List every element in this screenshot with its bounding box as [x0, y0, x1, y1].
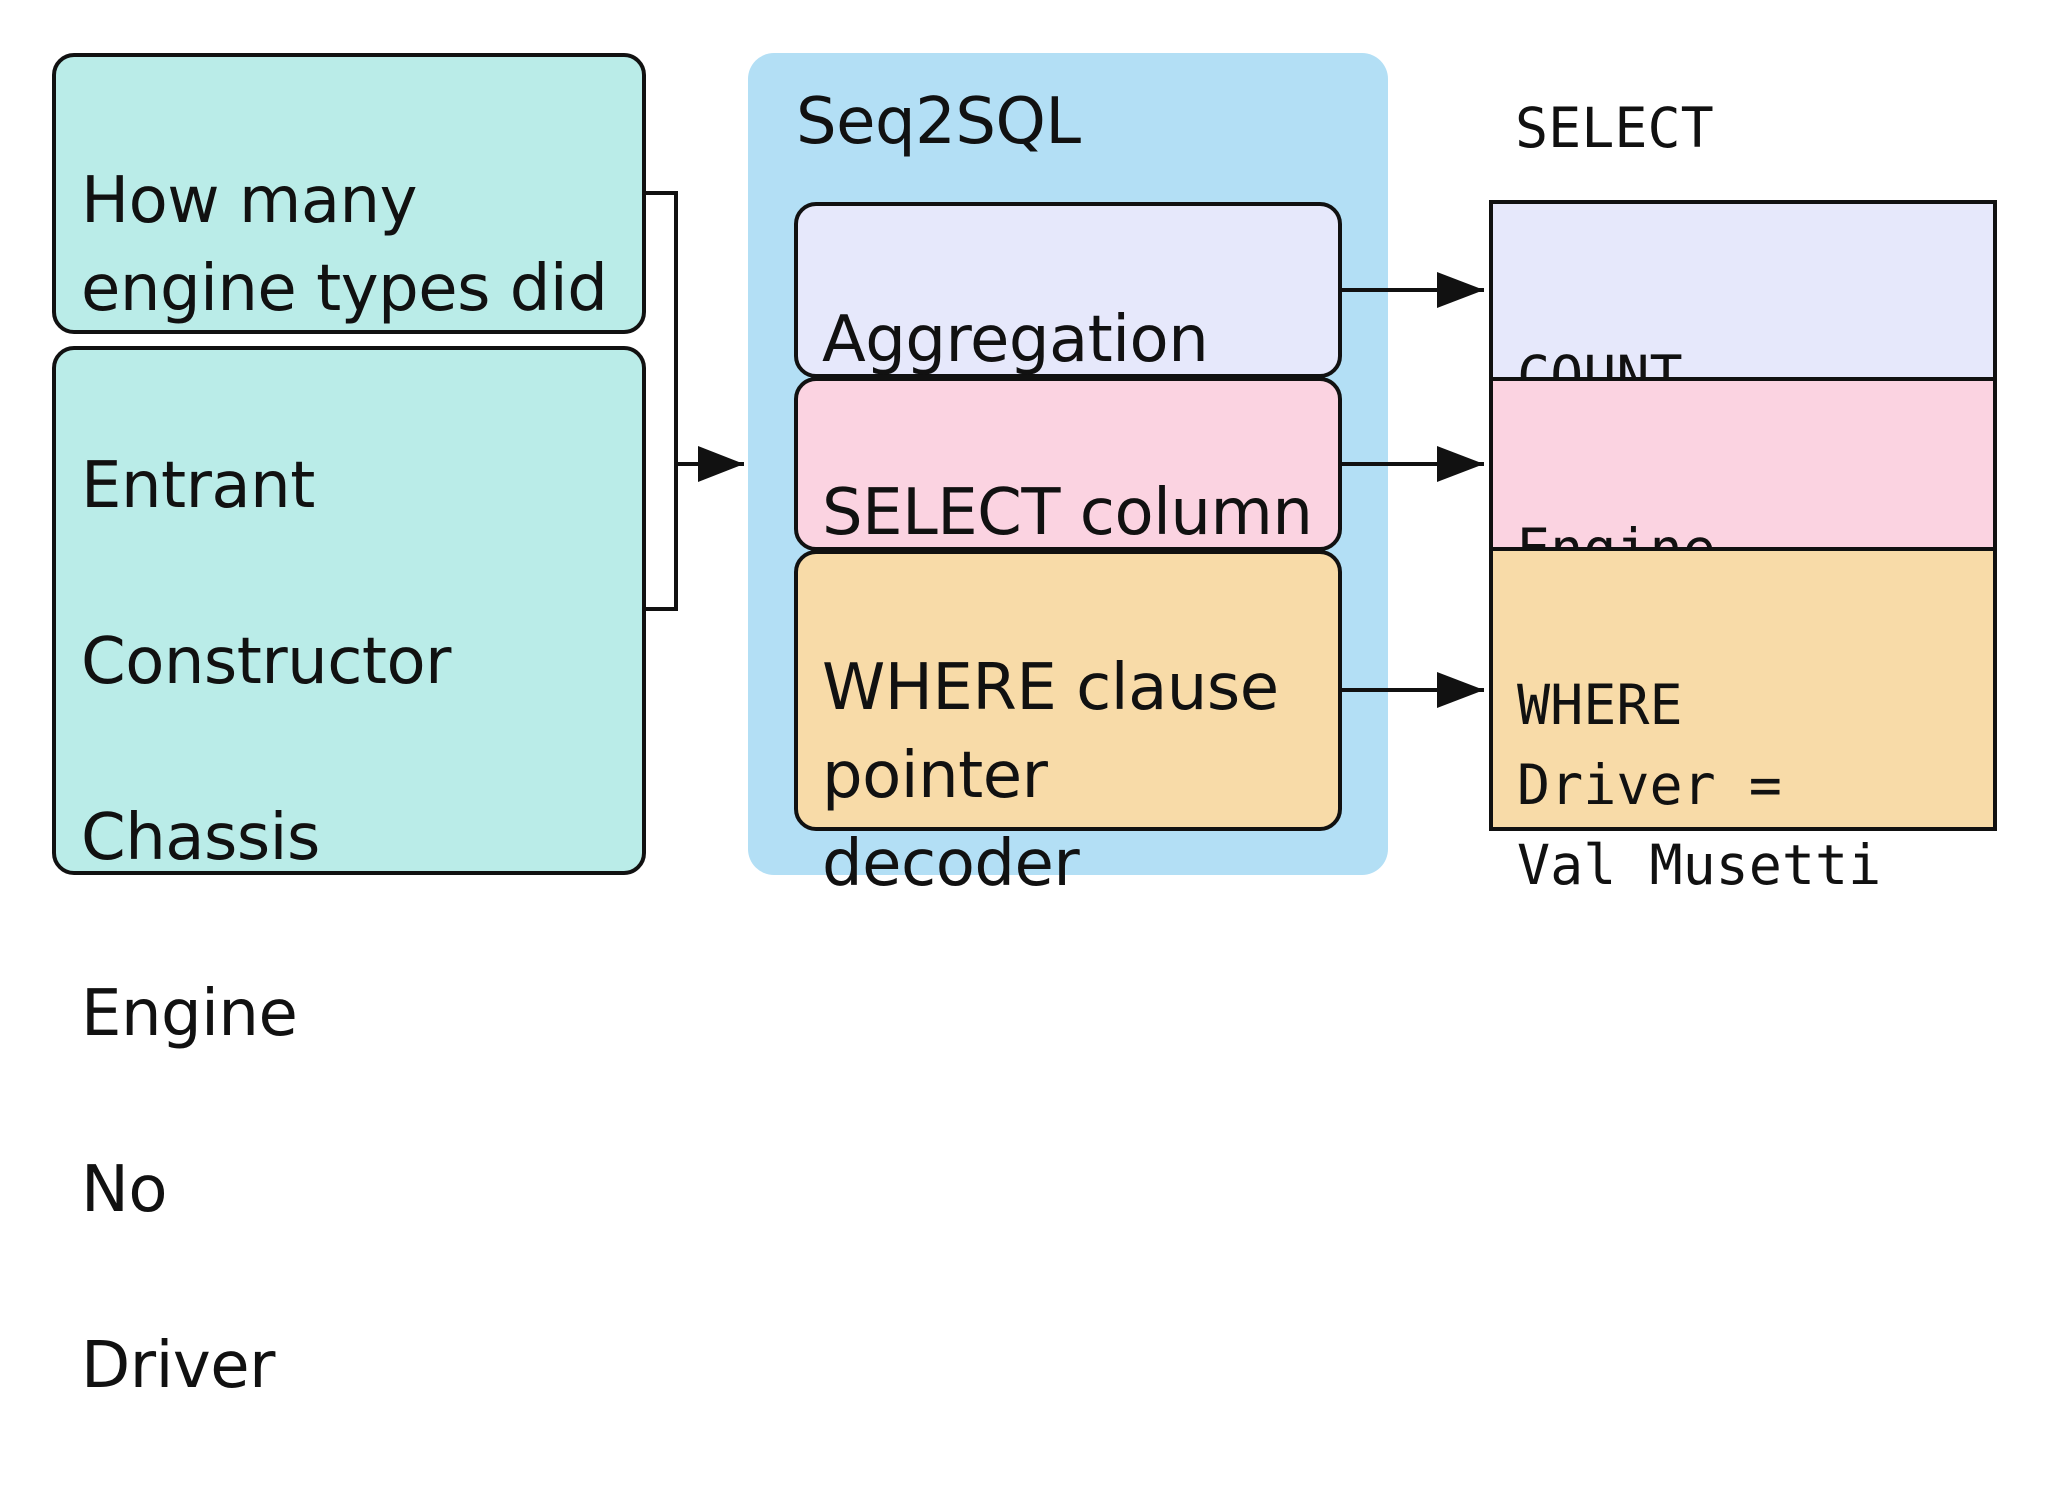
seq2sql-title: Seq2SQL — [796, 85, 1081, 159]
input-merge-bracket — [646, 191, 678, 611]
select-column-pointer-module: SELECT column pointer — [794, 377, 1342, 638]
select-keyword: SELECT — [1515, 96, 1714, 160]
column-constructor: Constructor — [81, 625, 451, 699]
where-clause-output-box: WHERE Driver = Val Musetti — [1489, 547, 1997, 897]
column-no: No — [81, 1153, 168, 1227]
column-entrant: Entrant — [81, 449, 315, 523]
aggregation-output-box: COUNT — [1489, 200, 1997, 408]
where-clause-decoder-label: WHERE clause pointer decoder — [822, 651, 1279, 901]
column-engine: Engine — [81, 977, 298, 1051]
column-chassis: Chassis — [81, 801, 320, 875]
where-clause-decoder-module: WHERE clause pointer decoder — [794, 550, 1342, 901]
connector-arrows — [646, 191, 1484, 708]
table-columns-box: Entrant Constructor Chassis Engine No Dr… — [52, 346, 646, 1403]
where-clause-output-text: WHERE Driver = Val Musetti — [1517, 673, 1882, 897]
column-driver: Driver — [81, 1329, 275, 1403]
